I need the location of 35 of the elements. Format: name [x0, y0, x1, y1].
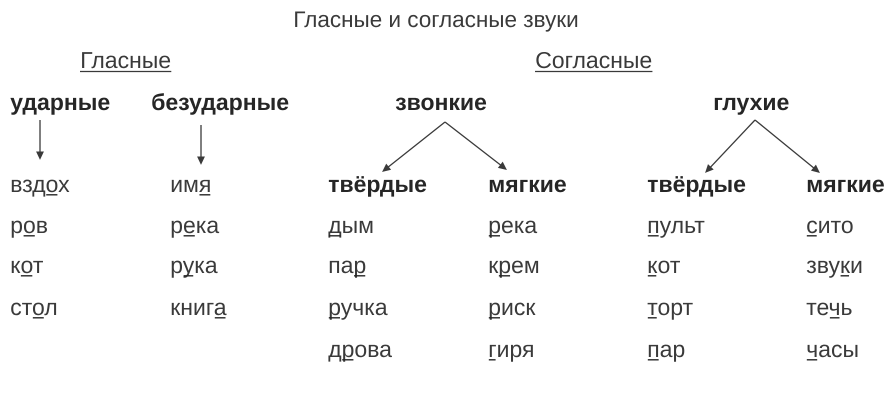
- category-label: мягкие: [490, 180, 566, 192]
- word: ручка: [328, 302, 388, 320]
- word: река: [172, 220, 220, 238]
- category-label: звонкие: [396, 98, 486, 110]
- category-label: твёрдые: [328, 176, 426, 197]
- word: кот: [648, 260, 680, 276]
- category-label: мягкие: [808, 180, 884, 192]
- word: пульт: [648, 220, 704, 238]
- word: кот: [12, 260, 43, 276]
- word: книга: [172, 302, 227, 318]
- word: стол: [11, 302, 56, 318]
- word: крем: [490, 260, 538, 278]
- word: пар: [648, 344, 684, 362]
- word: рука: [172, 260, 218, 278]
- category-label: ударные: [10, 98, 110, 115]
- section-heading: Гласные: [80, 52, 172, 72]
- word: звуки: [806, 260, 862, 278]
- word: гиря: [488, 344, 533, 362]
- word: часы: [806, 344, 858, 360]
- title: Гласные и согласные звуки: [295, 12, 578, 32]
- category-label: глухие: [714, 98, 789, 115]
- word: вздох: [12, 180, 70, 197]
- category-label: безударные: [152, 93, 288, 115]
- word: пар: [330, 260, 366, 278]
- section-heading: Согласные: [535, 52, 652, 72]
- word: ров: [12, 220, 47, 238]
- word: дым: [328, 220, 372, 238]
- word: дрова: [328, 344, 392, 362]
- word: риск: [488, 302, 536, 320]
- word: торт: [648, 302, 693, 320]
- word: сито: [806, 220, 853, 236]
- category-label: твёрдые: [648, 176, 746, 197]
- word: река: [488, 220, 538, 238]
- word: течь: [806, 302, 852, 318]
- word: имя: [172, 180, 210, 196]
